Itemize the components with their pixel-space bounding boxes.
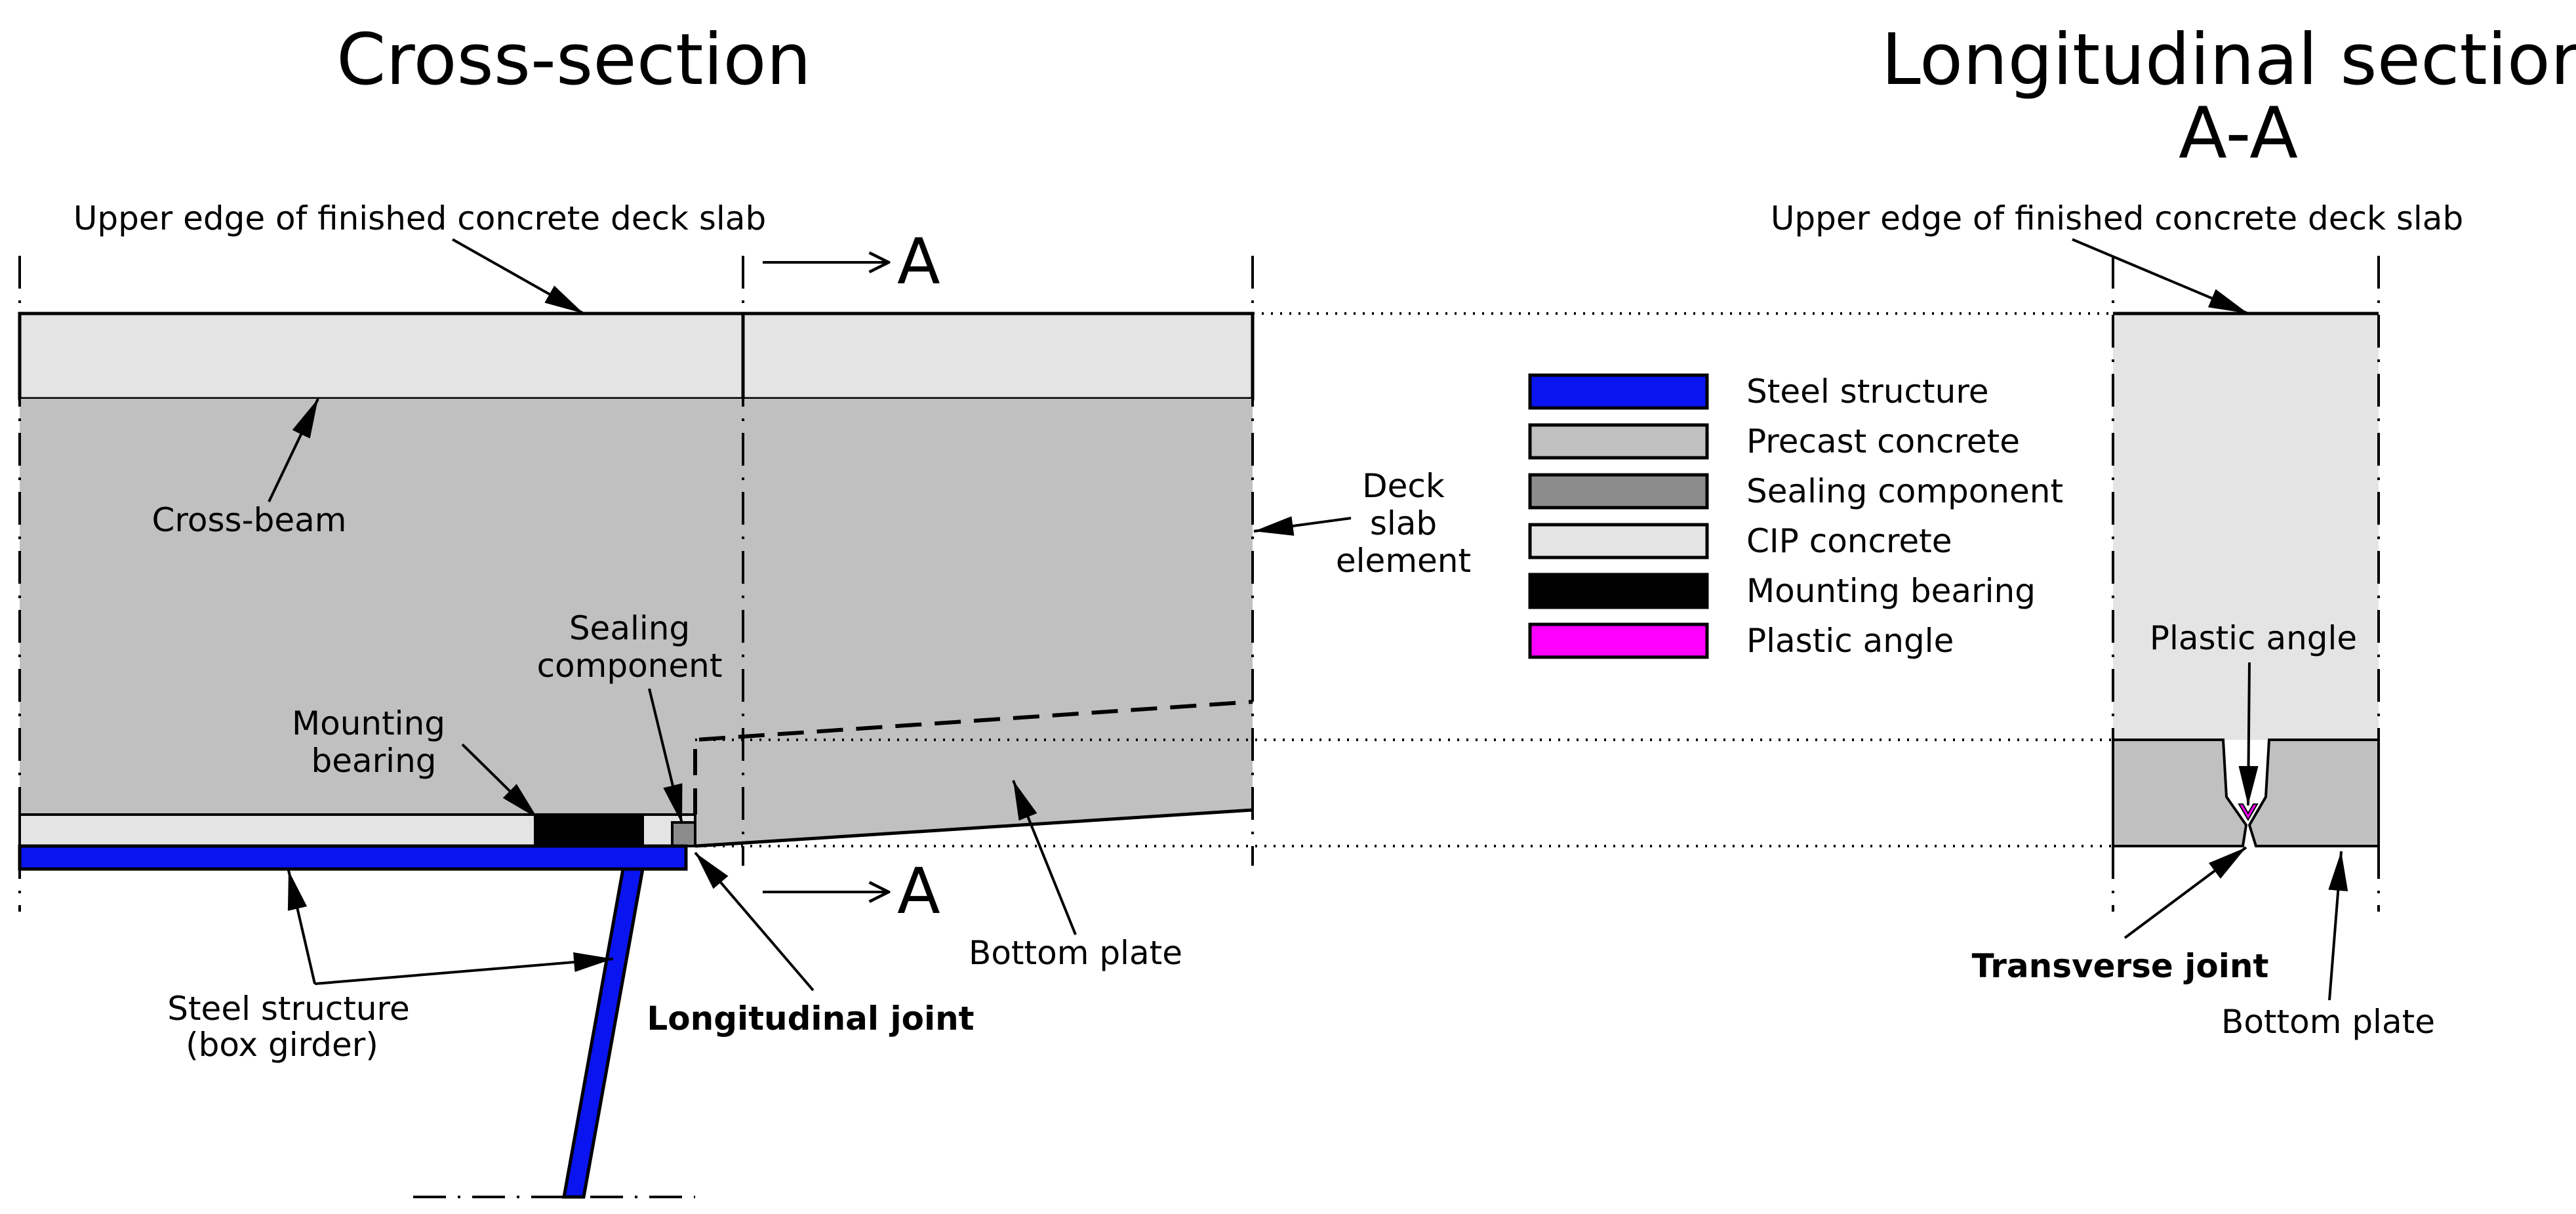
legend-swatch-2	[1528, 473, 1709, 510]
legend-label-4: Mounting bearing	[1746, 572, 2036, 610]
leader-deck-slab	[1253, 516, 1352, 536]
label-longitudinal-joint: Longitudinal joint	[647, 1000, 974, 1038]
label-plastic-angle: Plastic angle	[2150, 619, 2357, 657]
label-cross-beam: Cross-beam	[152, 501, 347, 539]
longitudinal-section-view: Upper edge of finished concrete deck sla…	[1771, 199, 2463, 1041]
longitudinal-section-title: Longitudinal section	[1882, 19, 2576, 101]
label-sealing-2: component	[537, 647, 723, 685]
leader-mounting	[461, 743, 539, 820]
label-transverse-joint: Transverse joint	[1972, 947, 2269, 985]
legend-label-1: Precast concrete	[1746, 422, 2020, 460]
section-mark-bottom: A	[897, 855, 940, 928]
label-upper-edge-longitudinal: Upper edge of finished concrete deck sla…	[1771, 199, 2463, 237]
cross-section-title: Cross-section	[336, 19, 811, 101]
cip-concrete-longitudinal	[2113, 314, 2379, 740]
legend-label-0: Steel structure	[1746, 373, 1989, 411]
label-sealing-1: Sealing	[569, 609, 690, 647]
label-deck-slab-2: slab	[1370, 504, 1437, 542]
precast-segment-right	[2247, 739, 2380, 847]
precast-segment-left	[2112, 739, 2248, 847]
section-mark-top: A	[897, 225, 940, 298]
legend-label-2: Sealing component	[1746, 472, 2063, 510]
leader-transverse-joint	[2123, 846, 2247, 939]
leader-bottom-plate-longitudinal	[2328, 851, 2348, 1001]
leader-sealing	[648, 688, 683, 824]
leader-bottom-plate	[1012, 780, 1077, 935]
deck-slab-bottom-edge	[694, 808, 1253, 848]
cip-concrete-top-layer	[18, 312, 1255, 401]
steel-web	[562, 867, 645, 1199]
leader-steel-flange	[287, 870, 316, 984]
label-mounting-1: Mounting	[292, 704, 445, 742]
legend-swatch-3	[1528, 523, 1709, 559]
leader-plastic-angle	[2238, 662, 2259, 806]
legend-label-5: Plastic angle	[1746, 622, 1954, 660]
leader-cross-beam	[268, 398, 319, 502]
steel-top-flange	[18, 844, 688, 871]
legend-swatch-4	[1528, 573, 1709, 609]
label-bottom-plate: Bottom plate	[969, 934, 1182, 972]
sealing-component-shape	[671, 821, 696, 847]
legend-swatch-0	[1528, 373, 1709, 410]
precast-deck-slab	[20, 399, 1253, 846]
cross-section-view: A A Upper edge of finished concrete deck…	[18, 199, 1471, 1199]
leader-upper-edge-longitudinal	[2072, 238, 2249, 315]
hidden-edge-dashed	[693, 700, 1253, 815]
label-upper-edge: Upper edge of finished concrete deck sla…	[73, 199, 766, 237]
label-deck-slab-3: element	[1336, 542, 1471, 580]
leader-upper-edge	[452, 238, 584, 315]
legend-label-3: CIP concrete	[1746, 522, 1952, 560]
label-bottom-plate-longitudinal: Bottom plate	[2221, 1003, 2435, 1041]
mounting-bearing-shape	[534, 815, 644, 846]
label-steel-1: Steel structure	[167, 990, 410, 1028]
label-mounting-2: bearing	[311, 742, 436, 780]
leader-steel-web	[314, 952, 614, 985]
label-steel-2: (box girder)	[186, 1026, 378, 1064]
label-deck-slab-1: Deck	[1362, 467, 1445, 505]
legend-swatch-5	[1528, 622, 1709, 659]
longitudinal-section-subtitle: A-A	[2179, 92, 2298, 174]
leader-longitudinal-joint	[694, 851, 815, 992]
legend-swatch-1	[1528, 423, 1709, 460]
